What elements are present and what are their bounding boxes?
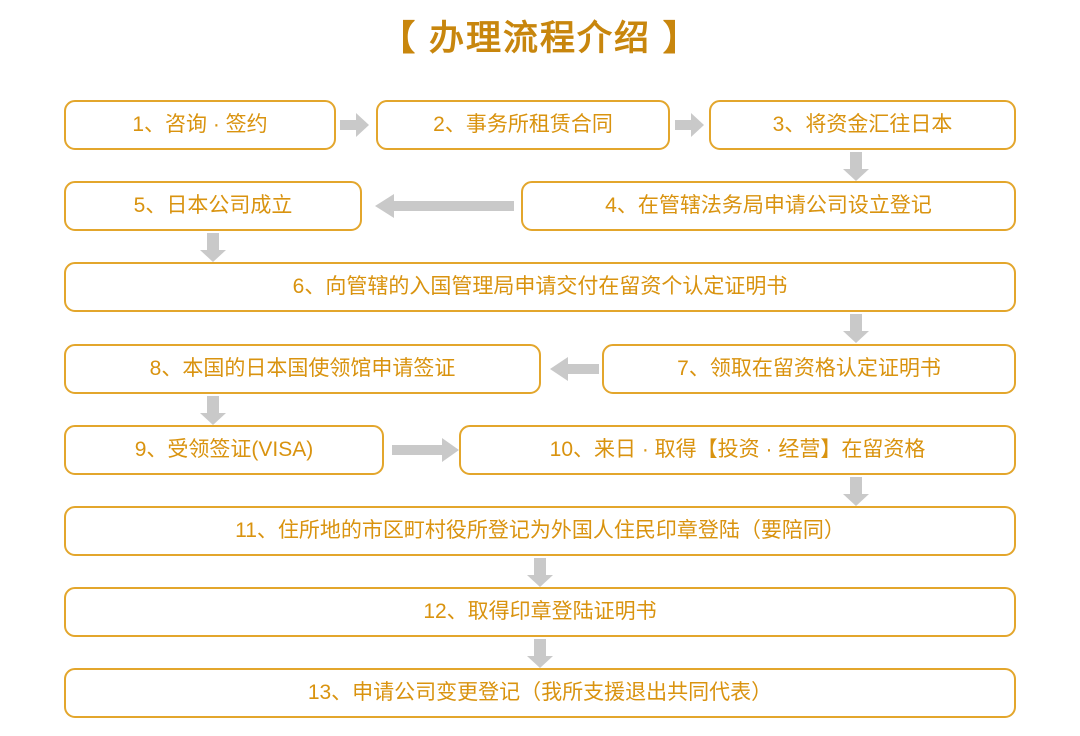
flow-node-6[interactable]: 6、向管辖的入国管理局申请交付在留资个认定证明书: [64, 262, 1016, 312]
arrow-right-1-to-2: [340, 112, 370, 138]
flow-node-10[interactable]: 10、来日 · 取得【投资 · 经营】在留资格: [459, 425, 1016, 475]
arrow-down-6-to-7: [841, 314, 871, 344]
arrow-right-2-to-3: [675, 112, 705, 138]
arrow-down-10-to-11: [841, 477, 871, 507]
flow-node-13[interactable]: 13、申请公司变更登记（我所支援退出共同代表）: [64, 668, 1016, 718]
flow-node-7[interactable]: 7、领取在留资格认定证明书: [602, 344, 1016, 394]
flow-node-5[interactable]: 5、日本公司成立: [64, 181, 362, 231]
arrow-down-8-to-9: [198, 396, 228, 426]
arrow-left-7-to-8: [549, 356, 599, 382]
arrow-left-4-to-5: [374, 193, 514, 219]
flow-node-12[interactable]: 12、取得印章登陆证明书: [64, 587, 1016, 637]
flow-node-1[interactable]: 1、咨询 · 签约: [64, 100, 336, 150]
arrow-down-11-to-12: [525, 558, 555, 588]
flow-node-2[interactable]: 2、事务所租赁合同: [376, 100, 670, 150]
flow-node-9[interactable]: 9、受领签证(VISA): [64, 425, 384, 475]
flow-node-8[interactable]: 8、本国的日本国使领馆申请签证: [64, 344, 541, 394]
arrow-down-5-to-6: [198, 233, 228, 263]
arrow-right-9-to-10: [392, 437, 460, 463]
flow-node-4[interactable]: 4、在管辖法务局申请公司设立登记: [521, 181, 1016, 231]
flow-node-3[interactable]: 3、将资金汇往日本: [709, 100, 1016, 150]
flow-node-11[interactable]: 11、住所地的市区町村役所登记为外国人住民印章登陆（要陪同）: [64, 506, 1016, 556]
arrow-down-3-to-4: [841, 152, 871, 182]
arrow-down-12-to-13: [525, 639, 555, 669]
page-title: 【 办理流程介绍 】: [380, 19, 700, 58]
